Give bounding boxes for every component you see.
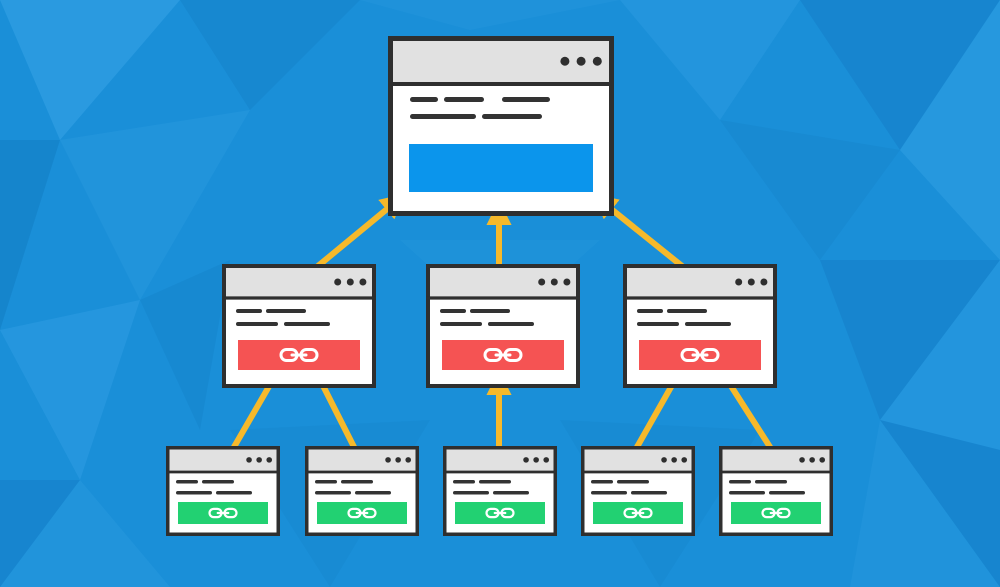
- text-lines: [637, 309, 731, 326]
- background-polygon: [800, 0, 1000, 150]
- three-dots-icon: [538, 278, 571, 286]
- background-polygon: [880, 420, 1000, 587]
- three-dots-icon: [799, 457, 826, 463]
- main-page-window: [388, 36, 614, 216]
- title-bar: [308, 449, 416, 472]
- chain-link-icon: [279, 348, 319, 362]
- text-lines: [176, 480, 252, 495]
- background-polygon: [60, 110, 250, 300]
- three-dots-icon: [523, 457, 550, 463]
- text-lines: [315, 480, 391, 495]
- text-lines: [453, 480, 529, 495]
- text-lines: [729, 480, 805, 495]
- text-lines: [591, 480, 667, 495]
- background-polygon: [720, 120, 900, 260]
- title-bar: [722, 449, 830, 472]
- secondary-page-window: [166, 446, 280, 536]
- chain-link-icon: [485, 507, 515, 519]
- background-polygon: [140, 260, 230, 430]
- text-lines: [236, 309, 330, 326]
- background-polygon: [0, 480, 80, 587]
- chain-link-icon: [680, 348, 720, 362]
- title-bar: [393, 41, 609, 84]
- linking-page-window: [623, 264, 777, 388]
- text-lines: [410, 97, 550, 119]
- title-bar: [584, 449, 692, 472]
- blue-banner: [409, 144, 593, 192]
- background-polygon: [0, 300, 140, 480]
- secondary-page-window: [443, 446, 557, 536]
- title-bar: [169, 449, 277, 472]
- three-dots-icon: [661, 457, 688, 463]
- linking-page-window: [222, 264, 376, 388]
- chain-link-icon: [347, 507, 377, 519]
- background-polygon: [820, 260, 1000, 420]
- three-dots-icon: [246, 457, 273, 463]
- secondary-page-window: [581, 446, 695, 536]
- three-dots-icon: [560, 56, 602, 66]
- linking-page-window: [426, 264, 580, 388]
- secondary-page-window: [305, 446, 419, 536]
- background-polygon: [0, 0, 180, 140]
- chain-link-icon: [483, 348, 523, 362]
- chain-link-icon: [761, 507, 791, 519]
- background-polygon: [880, 260, 1000, 450]
- three-dots-icon: [385, 457, 412, 463]
- background-polygon: [900, 0, 1000, 260]
- background-polygon: [0, 480, 170, 587]
- background-polygon: [180, 0, 360, 110]
- three-dots-icon: [334, 278, 367, 286]
- background-polygon: [850, 420, 1000, 587]
- background-polygon: [360, 0, 620, 30]
- title-bar: [446, 449, 554, 472]
- windows-layer: [166, 36, 833, 536]
- chain-link-icon: [623, 507, 653, 519]
- arrow-up-icon: [315, 193, 406, 269]
- background-polygon: [0, 140, 60, 330]
- three-dots-icon: [735, 278, 768, 286]
- background-polygon: [620, 0, 800, 120]
- secondary-page-window: [719, 446, 833, 536]
- chain-link-icon: [208, 507, 238, 519]
- text-lines: [440, 309, 534, 326]
